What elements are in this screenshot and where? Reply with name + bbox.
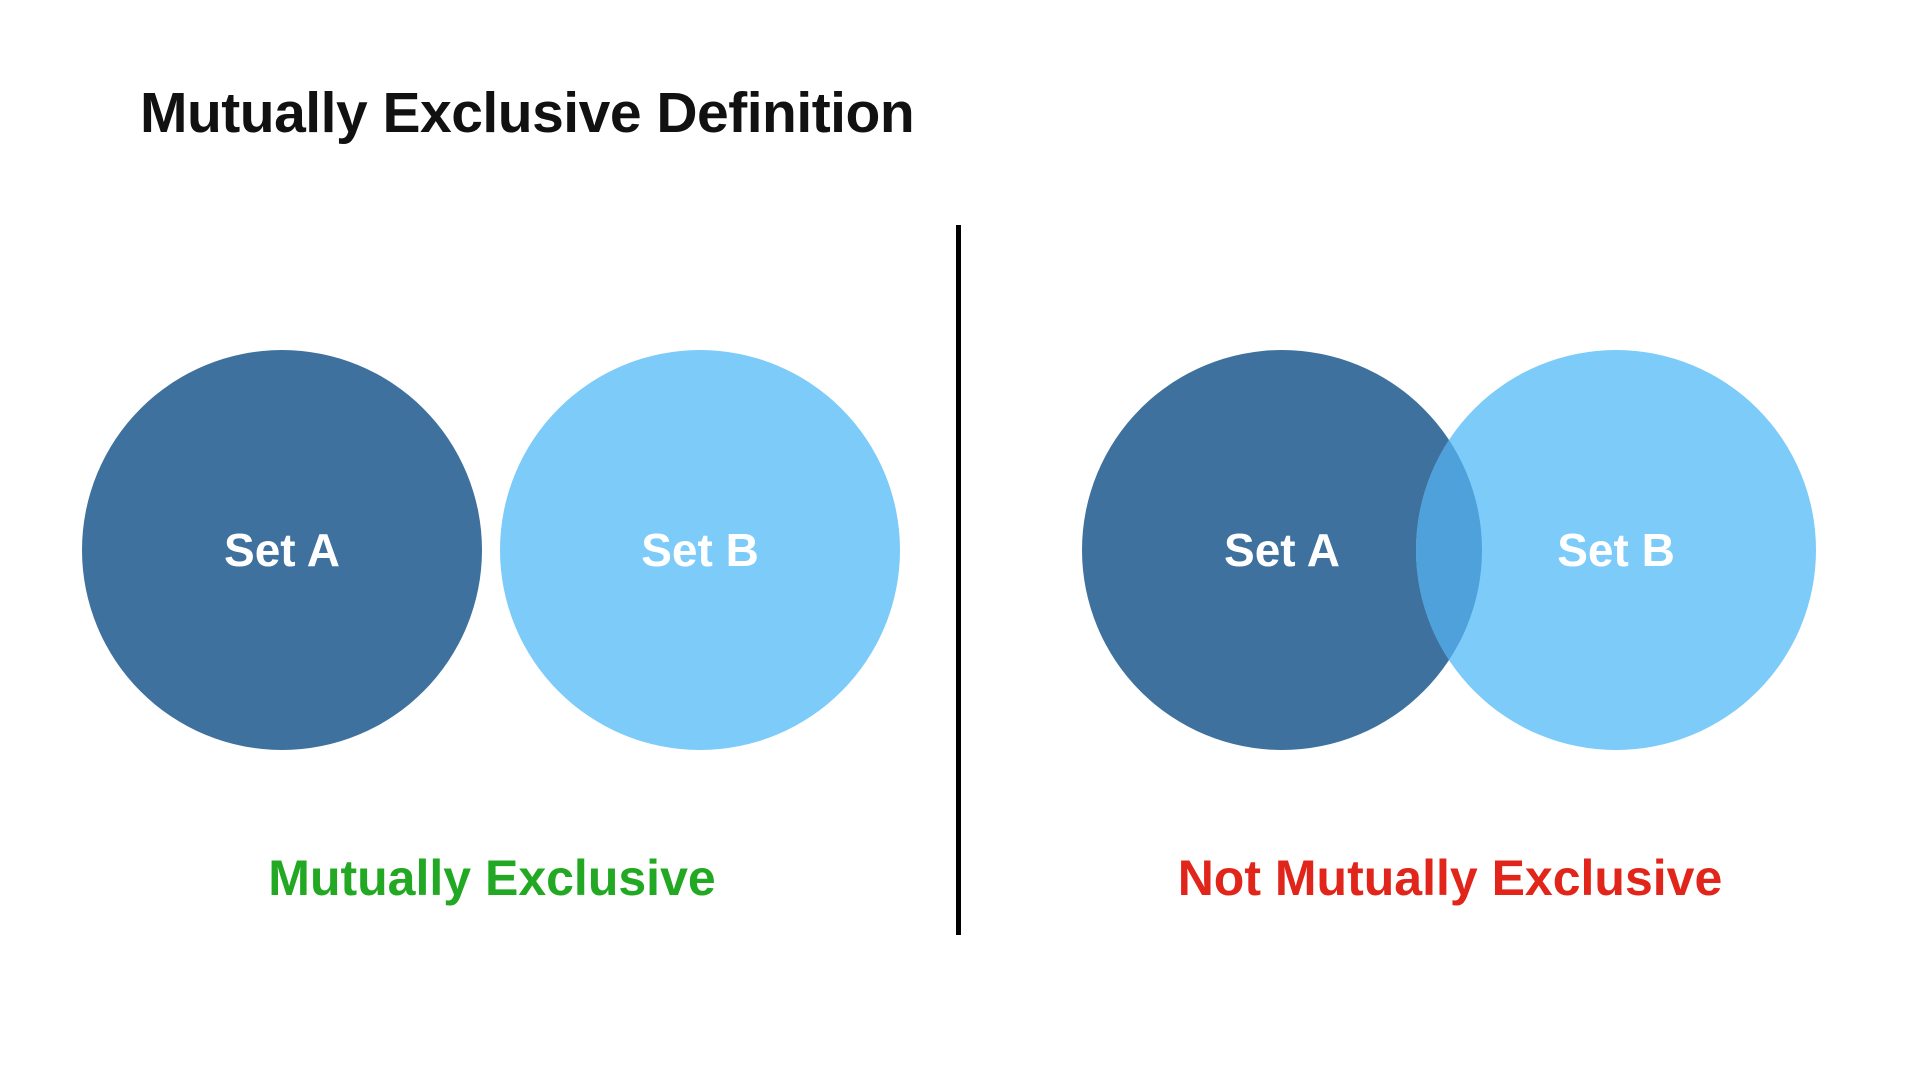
vertical-divider <box>956 225 961 935</box>
venn-mutually-exclusive <box>82 350 900 750</box>
right-set-a-circle <box>1082 350 1482 750</box>
venn-not-mutually-exclusive <box>1082 350 1816 750</box>
diagram-title: Mutually Exclusive Definition <box>140 81 915 145</box>
left-set-b-circle <box>500 350 900 750</box>
right-set-b-circle <box>1416 350 1816 750</box>
left-set-a-circle <box>82 350 482 750</box>
mutually-exclusive-caption: Mutually Exclusive <box>268 850 716 906</box>
not-mutually-exclusive-caption: Not Mutually Exclusive <box>1177 850 1723 906</box>
